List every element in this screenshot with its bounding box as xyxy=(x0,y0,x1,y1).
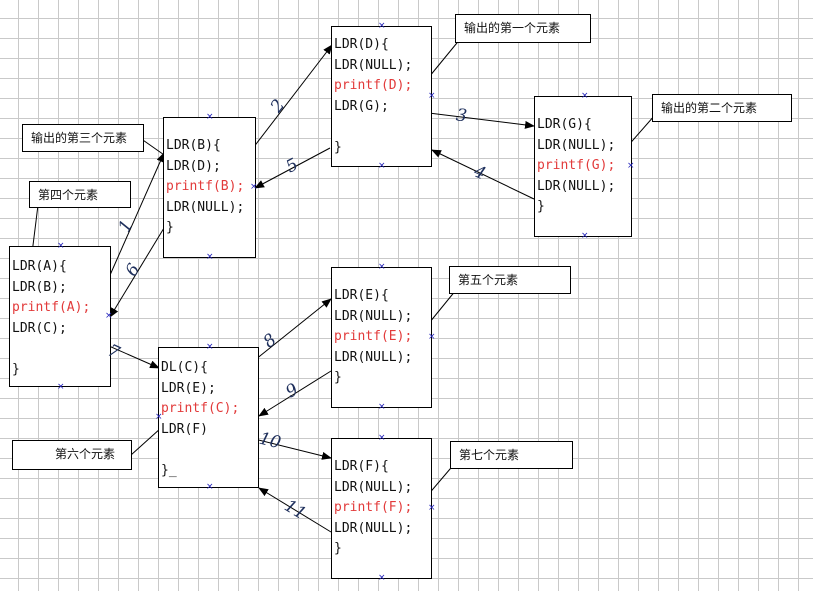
box-F-printf: printf(F); xyxy=(334,500,413,515)
box-G: LDR(G){ LDR(NULL); printf(G); LDR(NULL);… xyxy=(534,96,632,237)
box-C-line: }_ xyxy=(161,462,177,478)
box-C-line: DL(C){ xyxy=(161,360,208,375)
box-F-line: LDR(F){ xyxy=(334,459,389,474)
selection-handle-icon: × xyxy=(378,402,386,412)
box-E-line: LDR(NULL); xyxy=(334,308,413,324)
box-G-printf: printf(G); xyxy=(537,158,616,173)
selection-handle-icon: × xyxy=(378,573,386,583)
arrow-4 xyxy=(431,149,535,200)
box-B-printf: printf(B); xyxy=(166,179,245,194)
box-B-line: LDR(NULL); xyxy=(166,199,245,215)
box-A: LDR(A){ LDR(B); printf(A); LDR(C); } xyxy=(9,246,111,387)
box-D-line: } xyxy=(334,139,342,155)
callout-seventh: 第七个元素 xyxy=(450,441,573,469)
box-A-line: LDR(C); xyxy=(12,320,67,336)
selection-handle-icon: × xyxy=(57,382,65,392)
arrow-11 xyxy=(258,487,332,533)
selection-handle-icon: × xyxy=(206,252,214,262)
box-B-line: } xyxy=(166,220,174,235)
selection-handle-icon: × xyxy=(378,161,386,171)
box-D-line xyxy=(334,117,431,138)
selection-handle-icon: × xyxy=(378,262,386,272)
box-F-line: LDR(NULL); xyxy=(334,520,413,536)
box-C-line: LDR(F) xyxy=(161,421,208,437)
box-G-line: LDR(G){ xyxy=(537,117,592,132)
selection-handle-icon: × xyxy=(428,91,436,101)
box-B-line: LDR(D); xyxy=(166,158,221,174)
selection-handle-icon: × xyxy=(581,231,589,241)
selection-handle-icon: × xyxy=(105,311,113,321)
box-A-line: LDR(B); xyxy=(12,279,67,295)
box-D-line: LDR(G); xyxy=(334,98,389,114)
box-F: LDR(F){ LDR(NULL); printf(F); LDR(NULL);… xyxy=(331,438,432,579)
box-A-line: LDR(A){ xyxy=(12,259,67,274)
box-C: DL(C){ LDR(E); printf(C); LDR(F) }_ xyxy=(158,347,259,488)
selection-handle-icon: × xyxy=(428,332,436,342)
box-E-line: LDR(E){ xyxy=(334,288,389,303)
box-B: LDR(B){ LDR(D); printf(B); LDR(NULL); } xyxy=(163,117,256,258)
selection-handle-icon: × xyxy=(378,433,386,443)
callout-first: 输出的第一个元素 xyxy=(455,14,591,43)
selection-handle-icon: × xyxy=(250,182,258,192)
callout-sixth: 第六个元素 xyxy=(12,440,132,470)
arrow-6 xyxy=(109,227,165,318)
selection-handle-icon: × xyxy=(206,112,214,122)
callout-third: 输出的第三个元素 xyxy=(22,124,144,152)
box-G-line: } xyxy=(537,199,545,214)
box-G-line: LDR(NULL); xyxy=(537,178,616,194)
box-C-printf: printf(C); xyxy=(161,401,240,416)
step-number: 3 xyxy=(454,105,469,127)
callout-fourth: 第四个元素 xyxy=(29,181,131,208)
box-D-line: LDR(D){ xyxy=(334,37,389,52)
selection-handle-icon: × xyxy=(581,91,589,101)
step-number: 10 xyxy=(257,428,283,454)
box-D: LDR(D){ LDR(NULL); printf(D); LDR(G); } xyxy=(331,26,432,167)
selection-handle-icon: × xyxy=(428,503,436,513)
box-A-printf: printf(A); xyxy=(12,300,91,315)
selection-handle-icon: × xyxy=(206,482,214,492)
box-E-printf: printf(E); xyxy=(334,329,413,344)
box-F-line: LDR(NULL); xyxy=(334,479,413,495)
box-E-line: LDR(NULL); xyxy=(334,349,413,365)
box-F-line: } xyxy=(334,541,342,556)
callout-second: 输出的第二个元素 xyxy=(652,94,792,122)
selection-handle-icon: × xyxy=(627,161,635,171)
box-D-line: LDR(NULL); xyxy=(334,57,413,73)
selection-handle-icon: × xyxy=(155,412,163,422)
box-A-line xyxy=(12,339,110,360)
box-C-line: LDR(E); xyxy=(161,380,216,396)
callout-fifth: 第五个元素 xyxy=(449,266,571,294)
box-A-line: } xyxy=(12,361,20,377)
arrow-5 xyxy=(254,147,331,189)
box-B-line: LDR(B){ xyxy=(166,138,221,153)
box-E: LDR(E){ LDR(NULL); printf(E); LDR(NULL);… xyxy=(331,267,432,408)
arrow-9 xyxy=(258,370,332,417)
selection-handle-icon: × xyxy=(57,241,65,251)
selection-handle-icon: × xyxy=(378,21,386,31)
box-E-line: } xyxy=(334,370,342,385)
box-C-line xyxy=(161,440,258,461)
box-D-printf: printf(D); xyxy=(334,78,413,93)
selection-handle-icon: × xyxy=(206,342,214,352)
box-G-line: LDR(NULL); xyxy=(537,137,616,153)
